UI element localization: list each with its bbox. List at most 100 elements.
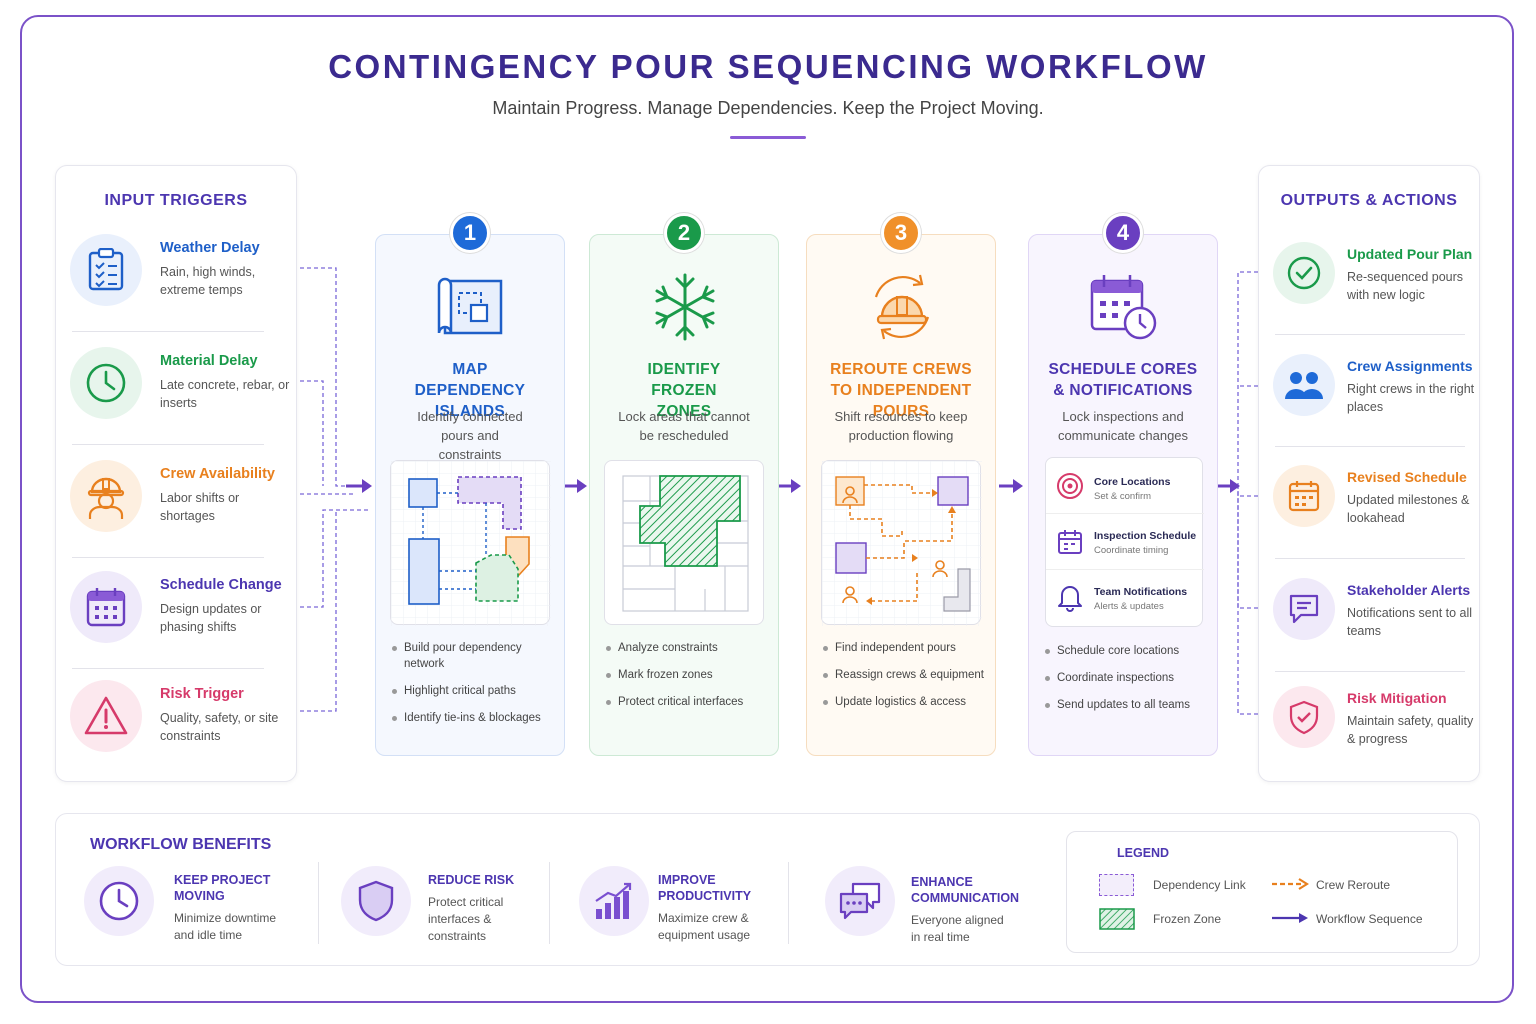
clock-icon (70, 347, 142, 419)
step-number-badge: 2 (664, 213, 704, 253)
legend-label: Frozen Zone (1153, 912, 1222, 926)
warning-icon (70, 680, 142, 752)
step-1-card: 1 MAP DEPENDENCY ISLANDS Identify connec… (375, 213, 565, 756)
output-title: Updated Pour Plan (1347, 246, 1473, 262)
crew-reroute-swatch (1271, 878, 1309, 890)
trigger-desc: Late concrete, rebar, or inserts (160, 378, 290, 410)
calendar-icon (1056, 528, 1084, 556)
title-underline (730, 136, 806, 139)
benefit-reduce-risk: REDUCE RISK Protect critical interfaces … (341, 864, 546, 950)
output-desc: Maintain safety, quality & progress (1347, 714, 1474, 746)
step-2-card: 2 IDENTIFY FROZEN ZONES Lock areas that … (589, 213, 779, 756)
trigger-title: Weather Delay (160, 240, 260, 256)
output-desc: Notifications sent to all teams (1347, 606, 1473, 638)
trigger-title: Crew Availability (160, 466, 275, 482)
trigger-crew-availability[interactable]: Crew Availability Labor shifts or shorta… (56, 460, 298, 570)
card-item-desc: Coordinate timing (1094, 545, 1169, 556)
core-locations-row[interactable]: Core Locations Set & confirm (1046, 458, 1204, 514)
page-title: CONTINGENCY POUR SEQUENCING WORKFLOW (328, 48, 1208, 85)
trigger-desc: Labor shifts or shortages (160, 491, 240, 523)
bullet-item: Highlight critical paths (392, 683, 560, 699)
bullet-item: Protect critical interfaces (606, 694, 774, 710)
benefit-keep-project-moving: KEEP PROJECT MOVING Minimize downtime an… (84, 864, 314, 950)
step-number-badge: 4 (1103, 213, 1143, 253)
output-title: Risk Mitigation (1347, 690, 1447, 706)
step-title: MAP DEPENDENCY ISLANDS (414, 361, 526, 420)
benefit-desc: Maximize crew & equipment usage (658, 911, 751, 942)
output-title: Crew Assignments (1347, 358, 1473, 374)
output-revised-schedule[interactable]: Revised Schedule Updated milestones & lo… (1259, 465, 1481, 577)
bullet-item: Update logistics & access (823, 694, 991, 710)
output-title: Revised Schedule (1347, 469, 1467, 485)
step-desc: Lock inspections and communicate changes (1057, 409, 1189, 443)
output-title: Stakeholder Alerts (1347, 582, 1471, 598)
step-title: SCHEDULE CORES & NOTIFICATIONS (1048, 361, 1198, 399)
bullet-item: Find independent pours (823, 640, 991, 656)
divider (788, 862, 789, 944)
shield-icon (341, 866, 411, 936)
trigger-weather-delay[interactable]: Weather Delay Rain, high winds, extreme … (56, 234, 298, 344)
divider (1275, 558, 1465, 559)
trigger-schedule-change[interactable]: Schedule Change Design updates or phasin… (56, 571, 298, 681)
bullet-item: Identify tie-ins & blockages (392, 710, 560, 726)
dependency-network-diagram (390, 460, 551, 626)
trigger-risk-trigger[interactable]: Risk Trigger Quality, safety, or site co… (56, 680, 298, 790)
team-notifications-row[interactable]: Team Notifications Alerts & updates (1046, 570, 1204, 626)
trigger-material-delay[interactable]: Material Delay Late concrete, rebar, or … (56, 347, 298, 457)
legend-title: LEGEND (1117, 846, 1170, 860)
worker-icon (70, 460, 142, 532)
legend-label: Crew Reroute (1316, 878, 1391, 892)
step-bullets: Find independent pours Reassign crews & … (823, 640, 991, 721)
bar-chart-icon (579, 866, 649, 936)
inspection-schedule-row[interactable]: Inspection Schedule Coordinate timing (1046, 514, 1204, 570)
bullet-item: Coordinate inspections (1045, 670, 1213, 686)
output-desc: Updated milestones & lookahead (1347, 493, 1470, 525)
step-3-card: 3 REROUTE CREWS TO INDEPENDENT POURS Shi… (806, 213, 996, 756)
card-item-desc: Set & confirm (1094, 491, 1152, 502)
bullet-item: Analyze constraints (606, 640, 774, 656)
benefit-desc: Everyone aligned in real time (911, 913, 1004, 944)
divider (549, 862, 550, 944)
trigger-desc: Rain, high winds, extreme temps (160, 265, 256, 297)
notifications-card: Core Locations Set & confirm Inspection … (1045, 457, 1204, 627)
divider (72, 557, 264, 558)
crew-reroute-diagram (821, 460, 982, 626)
hardhat-reroute-icon (862, 267, 942, 347)
legend-label: Dependency Link (1153, 878, 1246, 892)
trigger-title: Risk Trigger (160, 686, 244, 702)
output-desc: Re-sequenced pours with new logic (1347, 270, 1464, 302)
check-circle-icon (1273, 242, 1335, 304)
step-title: REROUTE CREWS TO INDEPENDENT POURS (830, 361, 972, 420)
divider (72, 444, 264, 445)
divider (72, 668, 264, 669)
step-desc: Identify connected pours and constraints (417, 409, 523, 462)
calendar-icon (70, 571, 142, 643)
divider (72, 331, 264, 332)
output-crew-assignments[interactable]: Crew Assignments Right crews in the righ… (1259, 354, 1481, 466)
benefits-title: WORKFLOW BENEFITS (90, 836, 272, 853)
divider (1275, 334, 1465, 335)
snowflake-icon (645, 267, 725, 347)
frozen-zone-swatch (1099, 908, 1135, 930)
bullet-item: Build pour dependency network (392, 640, 560, 672)
card-item-desc: Alerts & updates (1094, 601, 1164, 612)
calendar-icon (1273, 465, 1335, 527)
bullet-item: Mark frozen zones (606, 667, 774, 683)
shield-check-icon (1273, 686, 1335, 748)
workflow-sequence-swatch (1271, 912, 1309, 924)
dependency-link-swatch (1099, 874, 1134, 896)
target-icon (1056, 472, 1084, 500)
output-risk-mitigation[interactable]: Risk Mitigation Maintain safety, quality… (1259, 686, 1481, 798)
trigger-desc: Quality, safety, or site constraints (160, 711, 279, 743)
divider (1275, 671, 1465, 672)
step-bullets: Schedule core locations Coordinate inspe… (1045, 643, 1213, 724)
output-updated-pour-plan[interactable]: Updated Pour Plan Re-sequenced pours wit… (1259, 242, 1481, 354)
card-item-title: Inspection Schedule (1094, 530, 1197, 542)
output-desc: Right crews in the right places (1347, 382, 1475, 414)
trigger-title: Material Delay (160, 353, 258, 369)
step-title: IDENTIFY FROZEN ZONES (647, 361, 721, 420)
input-triggers-panel: INPUT TRIGGERS Weather Delay Rain, high … (55, 165, 297, 782)
output-stakeholder-alerts[interactable]: Stakeholder Alerts Notifications sent to… (1259, 578, 1481, 690)
page-subtitle: Maintain Progress. Manage Dependencies. … (492, 98, 1044, 118)
bullet-item: Reassign crews & equipment (823, 667, 991, 683)
